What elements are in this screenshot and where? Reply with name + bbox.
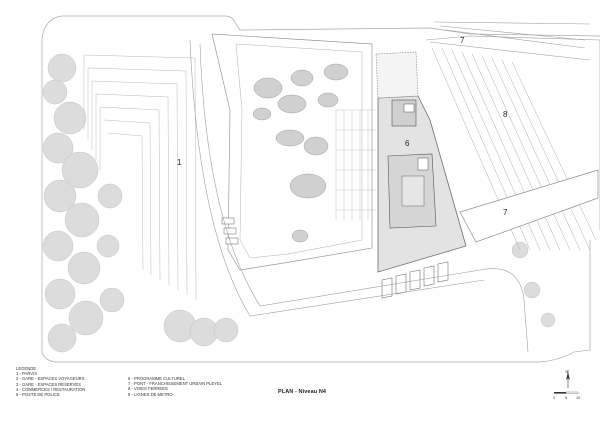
legend-item: 2 - GARE - ESPACES VOYAGEURS bbox=[16, 376, 85, 382]
tree-canopy-left bbox=[42, 53, 239, 353]
tree-canopy-right bbox=[511, 241, 556, 328]
zone-label-6: 6 bbox=[405, 139, 410, 148]
zone-label-7-top: 7 bbox=[460, 36, 465, 45]
svg-text:N: N bbox=[566, 370, 569, 374]
plan-title: PLAN - Niveau N4 bbox=[278, 389, 327, 395]
bridge-top bbox=[429, 21, 591, 61]
zone-label-1: 1 bbox=[177, 158, 182, 167]
legend-left-column: LEGENDE 1 - PARVIS 2 - GARE - ESPACES VO… bbox=[16, 366, 85, 397]
legend-item: 1 - PARVIS bbox=[16, 371, 38, 377]
legend-item: 7 - PONT - FRANCHISSEMENT URBAIN PLEYEL bbox=[128, 381, 223, 387]
scale-tick-10: 10 bbox=[576, 396, 580, 400]
legend-right-column: 6 - PROGRAMME CULTUREL 7 - PONT - FRANCH… bbox=[128, 376, 222, 397]
street-lines bbox=[189, 39, 529, 353]
paving-grid bbox=[335, 109, 376, 220]
building-stair bbox=[403, 103, 415, 113]
legend-item: 5 - POSTE DE POLICE bbox=[16, 392, 60, 398]
bridge-right bbox=[459, 169, 599, 243]
garden-west-steps bbox=[221, 217, 239, 245]
building-north-annex bbox=[375, 51, 419, 99]
zone-label-7-right: 7 bbox=[503, 208, 508, 217]
garden-block-outline bbox=[211, 33, 373, 271]
garden-planting bbox=[252, 63, 349, 243]
building-core-south bbox=[417, 157, 429, 171]
north-arrow-icon: N bbox=[566, 370, 570, 388]
legend-title: LEGENDE bbox=[16, 366, 37, 371]
site-boundary bbox=[41, 15, 600, 363]
legend-item: 3 - GARE - ESPACES RESERVES bbox=[16, 381, 82, 387]
entrance-ramps bbox=[381, 261, 449, 299]
garden-inner-outline bbox=[235, 43, 363, 259]
legend-item: 9 - LIGNES DE METRO bbox=[128, 391, 173, 397]
legend-item: 6 - PROGRAMME CULTUREL bbox=[128, 376, 185, 381]
building-hall-inner bbox=[401, 175, 425, 207]
legend-item: 8 - VOIES FERREES bbox=[128, 386, 168, 392]
legend-item: 4 - COMMERCES / RESTAURATION bbox=[16, 386, 86, 392]
scale-and-north: N 0 5 10 bbox=[553, 370, 580, 400]
rail-boundary bbox=[425, 35, 600, 353]
zone-label-8: 8 bbox=[503, 110, 508, 119]
scale-tick-0: 0 bbox=[553, 396, 555, 400]
scale-bar-graphic: 0 5 10 bbox=[553, 391, 580, 400]
terraced-steps bbox=[83, 54, 197, 301]
scale-tick-5: 5 bbox=[565, 396, 567, 400]
